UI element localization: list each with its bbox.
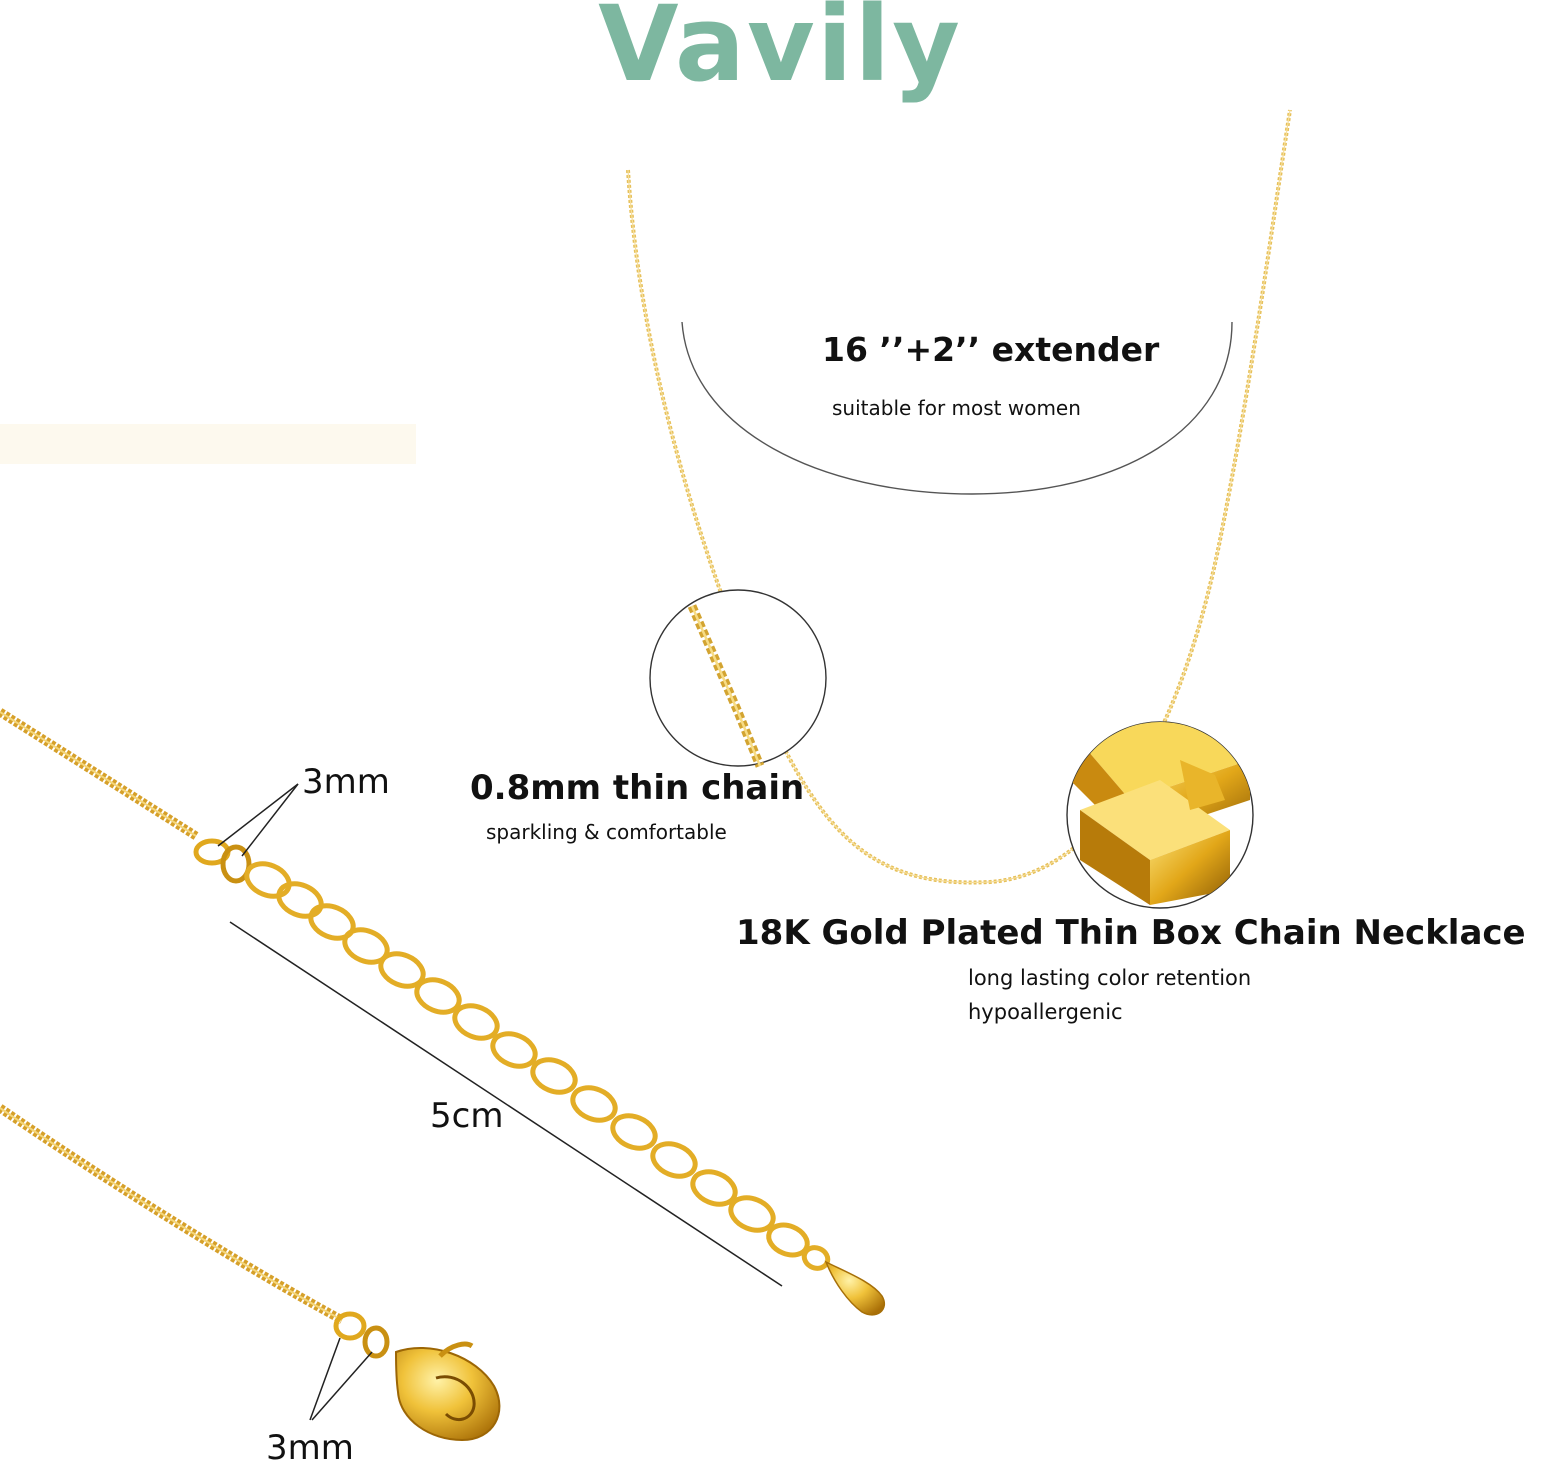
feature-hypoallergenic: hypoallergenic	[968, 1000, 1123, 1024]
lobster-clasp	[394, 1341, 501, 1442]
feature-color-retention: long lasting color retention	[968, 966, 1252, 990]
necklace-chain-highlight	[627, 109, 1291, 884]
clasp-chain	[0, 1104, 345, 1324]
thin-chain-subtitle: sparkling & comfortable	[486, 820, 727, 844]
link-size-top-label: 3mm	[302, 762, 390, 802]
link-size-bottom-label: 3mm	[266, 1428, 354, 1468]
product-title: 18K Gold Plated Thin Box Chain Necklace	[736, 913, 1526, 953]
product-image: Vavily 16 ’’+2’’ extender suitable for m…	[0, 0, 1526, 1468]
drop-charm	[824, 1260, 885, 1316]
extender-subtitle: suitable for most women	[832, 396, 1081, 420]
jump-ring-bottom-1	[333, 1311, 367, 1341]
jump-ring-bottom-2	[362, 1325, 390, 1359]
necklace-illustration	[0, 109, 1292, 1442]
extender-title: 16 ’’+2’’ extender	[822, 330, 1160, 369]
jump-ring-top-2	[220, 844, 252, 884]
gold-bars-circle	[1066, 721, 1254, 909]
chain-zoom-circle	[649, 589, 827, 768]
faint-smudge	[0, 424, 416, 464]
extender-links	[244, 861, 831, 1271]
clasp-chain-highlight	[0, 1107, 343, 1321]
thin-chain-title: 0.8mm thin chain	[470, 768, 805, 808]
brand-logo: Vavily	[598, 0, 962, 105]
measurement-lines	[217, 783, 783, 1421]
extender-length-label: 5cm	[430, 1096, 504, 1136]
extender-arc	[681, 321, 1233, 495]
extender-chain-upper-highlight	[0, 711, 197, 837]
